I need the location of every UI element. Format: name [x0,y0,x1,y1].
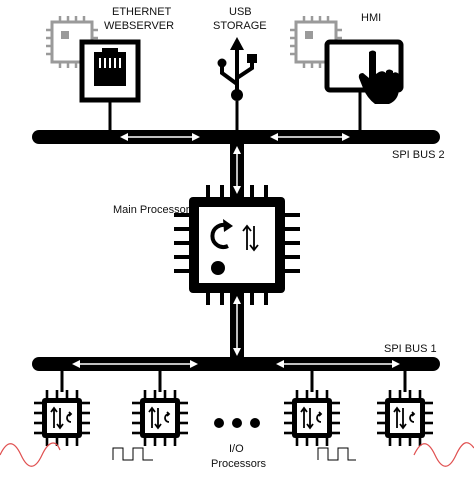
spi-bus-2-bar [32,130,440,144]
main-to-bus-2-link [230,143,244,197]
hmi-label: HMI [361,12,381,24]
usb-label-line1: USB [229,6,252,18]
main-processor-pins [174,185,300,305]
ethernet-port-icon [79,39,141,103]
hmi-node: HMI [288,12,404,138]
io-processor-1 [32,370,92,448]
main-processor-label: Main Processor [113,204,190,216]
main-processor-symbol [210,219,259,275]
usb-label-line2: STORAGE [213,20,267,32]
main-processor: Main Processor [113,185,300,305]
io-label-line2: Processors [211,458,267,470]
spi-bus-1-label: SPI BUS 1 [384,343,437,355]
io-processors: I/O Processors [0,370,474,470]
microchip-icon [32,388,92,448]
microchip-icon [130,388,190,448]
analog-signal-left [0,442,61,467]
microchip-icon [282,388,342,448]
io-processor-3 [282,370,342,448]
spi-bus-1: SPI BUS 1 [32,343,440,371]
ethernet-label-line1: ETHERNET [112,6,172,18]
microchip-icon [375,388,435,448]
more-processors-ellipsis [214,418,260,428]
analog-signal-right [413,442,474,467]
io-label-line1: I/O [229,443,244,455]
usb-storage-node: USB STORAGE [213,6,267,138]
io-processor-4 [375,370,435,448]
digital-signal-right [317,447,356,461]
digital-signal-left [112,447,153,461]
spi-bus-2-label: SPI BUS 2 [392,149,445,161]
main-to-bus-1-link [230,292,244,360]
io-processor-2 [130,370,190,448]
ethernet-label-line2: WEBSERVER [104,20,174,32]
touch-screen-hand-icon [324,39,404,104]
spi-bus-2: SPI BUS 2 [32,130,445,161]
ethernet-webserver-node: ETHERNET WEBSERVER [44,6,174,138]
usb-trident-icon [217,37,257,101]
